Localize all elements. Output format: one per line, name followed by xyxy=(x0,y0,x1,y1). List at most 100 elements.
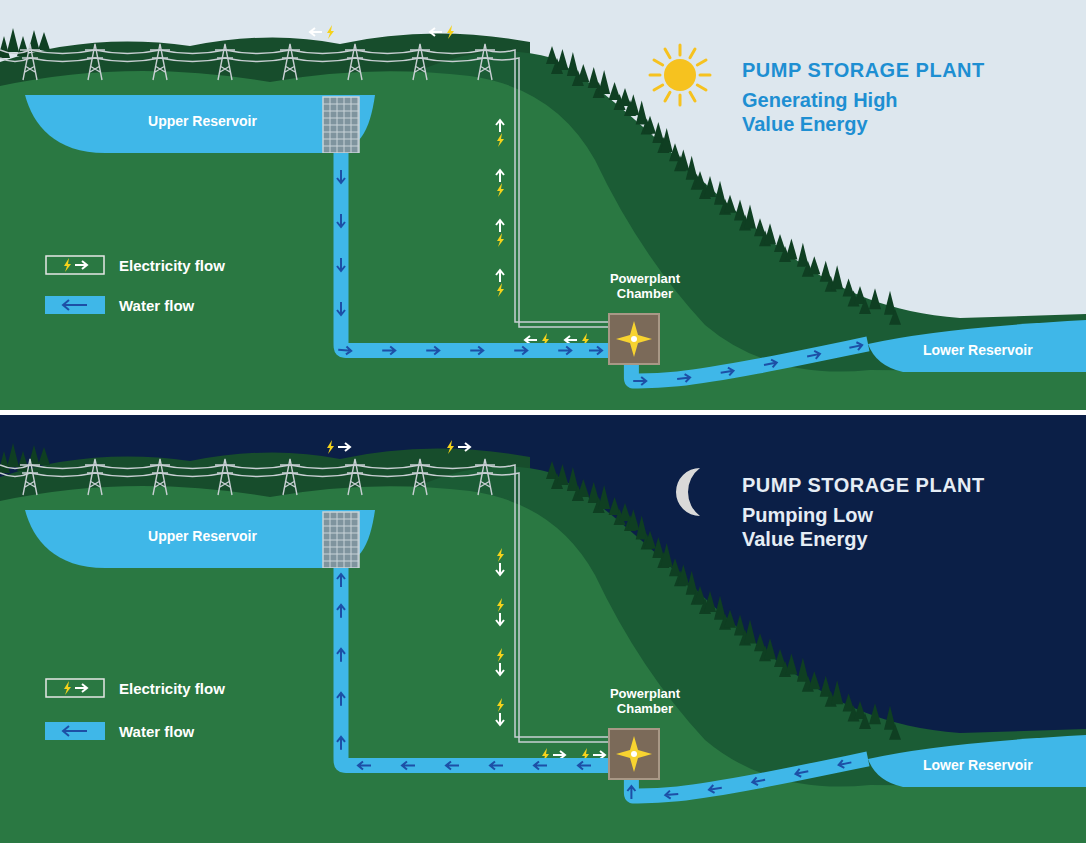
chamber-box xyxy=(608,728,660,780)
water-pipe xyxy=(631,341,868,385)
electricity-symbol xyxy=(496,120,504,147)
flow-arrow xyxy=(514,346,527,354)
flow-arrow xyxy=(752,776,766,786)
sun-ray xyxy=(697,85,706,90)
water-pipe xyxy=(341,568,608,765)
lightning-bolt xyxy=(497,133,504,147)
lightning-bolt xyxy=(497,698,504,712)
legend-label: Water flow xyxy=(119,723,194,740)
flow-arrow xyxy=(665,790,679,799)
flow-arrow xyxy=(496,713,504,725)
flow-arrow xyxy=(708,784,722,794)
electricity-symbol xyxy=(496,698,504,725)
reservoir-label: Lower Reservoir xyxy=(923,757,1033,773)
flow-arrow xyxy=(496,170,504,182)
chamber-label: Powerplant Chamber xyxy=(595,272,695,302)
flow-arrow xyxy=(553,751,565,759)
water-pipe xyxy=(631,344,868,381)
sun-ray xyxy=(665,92,670,101)
flow-arrow xyxy=(795,767,809,777)
panel-heading: Pumping Low Value Energy xyxy=(742,503,917,551)
moon xyxy=(676,468,700,516)
water-body xyxy=(25,510,375,568)
legend-label: Electricity flow xyxy=(119,257,225,274)
upper-reservoir: Upper Reservoir xyxy=(25,95,380,153)
water-pipe xyxy=(631,759,868,796)
lightning-bolt xyxy=(497,183,504,197)
electricity-symbol xyxy=(310,25,334,39)
scene-panel: Upper ReservoirPowerplant ChamberLower R… xyxy=(0,0,1086,410)
sun-ray xyxy=(697,60,706,65)
water-body xyxy=(25,95,375,153)
legend-sample xyxy=(45,678,105,698)
flow-arrow xyxy=(446,761,459,769)
flow-arrow xyxy=(426,346,439,354)
turbine-star xyxy=(610,730,658,778)
flow-arrow xyxy=(633,377,646,385)
sun-ray xyxy=(690,49,695,58)
sun-ray xyxy=(654,60,663,65)
flow-arrow xyxy=(677,374,691,383)
lower-reservoir: Lower Reservoir xyxy=(868,320,1086,372)
electricity-symbol xyxy=(64,258,87,272)
chamber-box xyxy=(608,313,660,365)
powerplant-chamber: Powerplant Chamber xyxy=(595,687,695,782)
night-panel xyxy=(0,415,1086,843)
electricity-symbol xyxy=(496,170,504,197)
sun-ray xyxy=(679,45,682,55)
sun-ray xyxy=(650,74,660,77)
flow-arrow xyxy=(496,663,504,675)
chamber-label: Powerplant Chamber xyxy=(595,687,695,717)
water-pipe xyxy=(341,153,608,350)
sun-ray xyxy=(665,49,670,58)
sun xyxy=(664,59,696,91)
lightning-bolt xyxy=(497,598,504,612)
flow-arrow xyxy=(496,563,504,575)
water-body xyxy=(868,320,1086,372)
flow-arrow xyxy=(806,350,820,360)
flow-arrow xyxy=(525,336,537,344)
legend-sample xyxy=(45,255,105,275)
flow-arrow xyxy=(490,761,503,769)
flow-arrow xyxy=(496,220,504,232)
lower-reservoir: Lower Reservoir xyxy=(868,735,1086,787)
lightning-bolt xyxy=(497,648,504,662)
water-pipe xyxy=(627,758,868,799)
legend-label: Electricity flow xyxy=(119,680,225,697)
lightning-bolt xyxy=(327,25,334,39)
legend-label: Water flow xyxy=(119,297,194,314)
panel-heading: PUMP STORAGE PLANT xyxy=(742,58,985,82)
legend-swatch xyxy=(45,722,105,740)
electricity-symbol xyxy=(64,681,87,695)
day-panel xyxy=(0,0,1086,410)
flow-arrow xyxy=(75,261,87,269)
heading-group: PUMP STORAGE PLANTGenerating High Value … xyxy=(742,58,985,136)
electricity-symbol xyxy=(496,270,504,297)
turbine-star xyxy=(610,315,658,363)
legend-arrow xyxy=(45,296,105,314)
scene-panel: Upper ReservoirPowerplant ChamberLower R… xyxy=(0,415,1086,843)
lightning-bolt xyxy=(327,440,334,454)
water-body xyxy=(868,735,1086,787)
flow-arrow xyxy=(402,761,415,769)
intake-grid xyxy=(323,97,359,153)
flow-arrow xyxy=(720,367,734,377)
sun-ray xyxy=(700,74,710,77)
lightning-bolt xyxy=(64,258,71,272)
flow-arrow xyxy=(337,170,345,183)
intake-grid xyxy=(323,512,359,568)
turbine-star xyxy=(616,321,652,357)
water-pipe xyxy=(337,153,608,355)
landscape xyxy=(0,28,1086,410)
electricity-symbol xyxy=(496,598,504,625)
flow-arrow xyxy=(763,359,777,369)
legend-item: Electricity flow xyxy=(45,255,225,275)
flow-arrow xyxy=(75,684,87,692)
turbine-star xyxy=(616,736,652,772)
intake-grid xyxy=(323,97,359,153)
legend-item: Water flow xyxy=(45,296,194,314)
flow-arrow xyxy=(337,693,345,706)
intake-grid xyxy=(323,512,359,568)
